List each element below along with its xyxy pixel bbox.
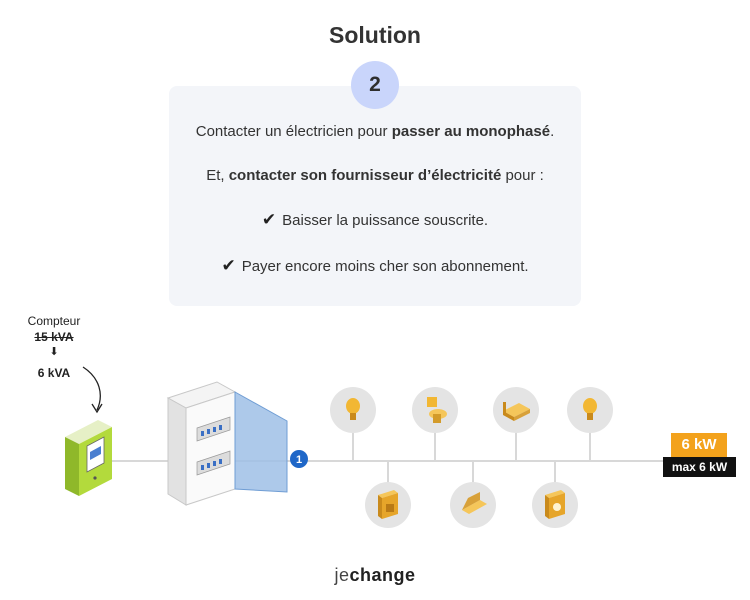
appliance-washing-machine xyxy=(532,482,578,528)
check-item-1: ✔ Baisser la puissance souscrite. xyxy=(0,210,750,230)
instruction-bold: passer au monophasé xyxy=(391,123,551,140)
meter-label: Compteur xyxy=(27,314,81,328)
meter-old-power: 15 kVA xyxy=(34,330,74,344)
instruction-text: Et, xyxy=(206,167,229,184)
appliance-bulb-2 xyxy=(567,387,613,433)
checkmark-icon: ✔ xyxy=(261,210,277,229)
appliance-toilet xyxy=(412,387,458,433)
instruction-text-end: pour : xyxy=(501,167,544,184)
logo-part-1: je xyxy=(334,565,350,585)
check-item-text: Payer encore moins cher son abonnement. xyxy=(241,258,529,275)
check-item-text: Baisser la puissance souscrite. xyxy=(282,212,489,229)
appliance-bulb-1 xyxy=(330,387,376,433)
appliance-laptop xyxy=(450,482,496,528)
instruction-line-1: Contacter un électricien pour passer au … xyxy=(0,123,750,140)
solution-card xyxy=(169,86,581,306)
electricity-meter-icon xyxy=(65,420,112,496)
instruction-line-2: Et, contacter son fournisseur d’électric… xyxy=(0,167,750,184)
brand-logo: jechange xyxy=(0,565,750,586)
page-title: Solution xyxy=(329,22,421,48)
logo-part-2: change xyxy=(349,565,416,585)
step-marker xyxy=(290,450,308,468)
branch-wires xyxy=(352,433,591,482)
electrical-panel-icon xyxy=(166,381,288,506)
checkmark-icon: ✔ xyxy=(221,256,236,275)
instruction-text-end: . xyxy=(550,123,555,140)
appliance-bed xyxy=(493,387,539,433)
check-item-2: ✔ Payer encore moins cher son abonnement. xyxy=(0,256,750,276)
max-power-badge: max 6 kW xyxy=(663,457,736,477)
instruction-text: Contacter un électricien pour xyxy=(195,123,392,140)
appliance-stove xyxy=(365,482,411,528)
arrow-down-icon: ⬇ xyxy=(49,346,59,358)
step-badge: 2 xyxy=(351,61,399,109)
instruction-bold: contacter son fournisseur d’électricité xyxy=(228,167,502,184)
curved-arrow-icon xyxy=(82,366,101,411)
step-marker-label: 1 xyxy=(296,454,302,466)
meter-new-power: 6 kVA xyxy=(37,366,71,380)
power-value-badge: 6 kW xyxy=(671,433,727,457)
